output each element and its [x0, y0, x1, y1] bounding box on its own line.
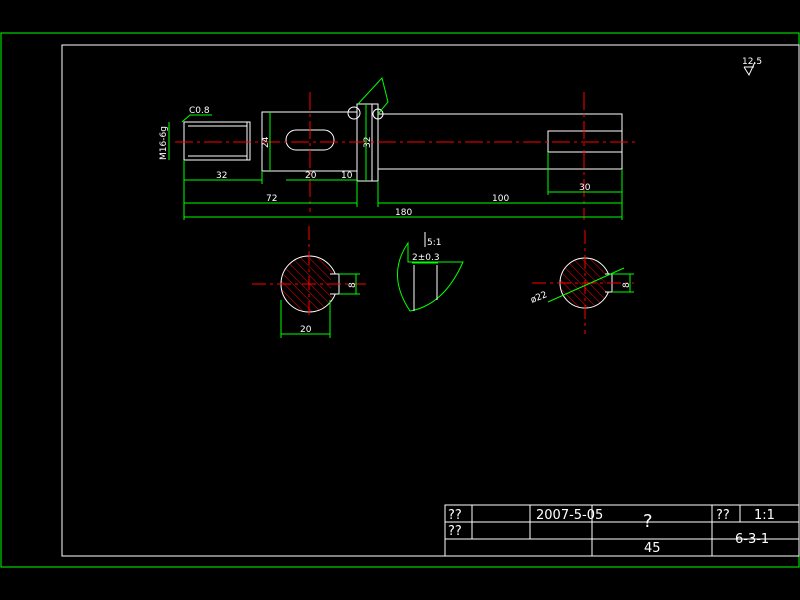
section-left-key: 8	[348, 282, 358, 288]
dim-100: 100	[492, 194, 509, 204]
detail-scale: 5:1	[427, 238, 441, 248]
main-dimensions	[168, 76, 623, 220]
main-centerlines	[175, 92, 635, 220]
main-dimension-text: C0.8 M16-6g 24 32 32 20 10 72 100 30 180	[159, 106, 591, 218]
dim-32: 32	[216, 171, 227, 181]
dim-30: 30	[579, 183, 591, 193]
section-left: 20 8	[252, 226, 366, 338]
title-scale: 1:1	[754, 508, 775, 523]
title-block	[444, 504, 800, 557]
section-left-width: 20	[300, 325, 312, 335]
inner-frame	[61, 44, 800, 557]
title-code: 6-3-1	[735, 532, 769, 547]
surface-finish-symbol: 12.5	[742, 57, 762, 77]
surface-finish-label: 12.5	[742, 57, 762, 67]
detail-view: 5:1 2±0.3	[397, 232, 464, 312]
detail-dim: 2±0.3	[412, 253, 440, 263]
dim-20: 20	[305, 171, 317, 181]
title-r1c5: ??	[716, 508, 730, 523]
thread-label: M16-6g	[159, 126, 169, 160]
section-right: 8 ø22	[529, 230, 634, 334]
title-name: ?	[643, 511, 653, 532]
chamfer-label: C0.8	[189, 106, 210, 116]
dim-10: 10	[341, 171, 353, 181]
dim-32-collar: 32	[363, 137, 373, 148]
section-right-key: 8	[622, 282, 632, 288]
section-right-dia: ø22	[529, 290, 548, 306]
dim-24: 24	[261, 136, 271, 148]
title-r1c1: ??	[448, 508, 462, 523]
title-r2c1: ??	[448, 524, 462, 539]
dim-180: 180	[395, 208, 412, 218]
title-block-text: ?? ?? 2007-5-05 ? 45 ?? 1:1 6-3-1	[448, 508, 775, 556]
title-material: 45	[644, 541, 661, 556]
title-date: 2007-5-05	[536, 508, 603, 523]
dim-72: 72	[266, 194, 277, 204]
outer-border	[0, 32, 800, 568]
